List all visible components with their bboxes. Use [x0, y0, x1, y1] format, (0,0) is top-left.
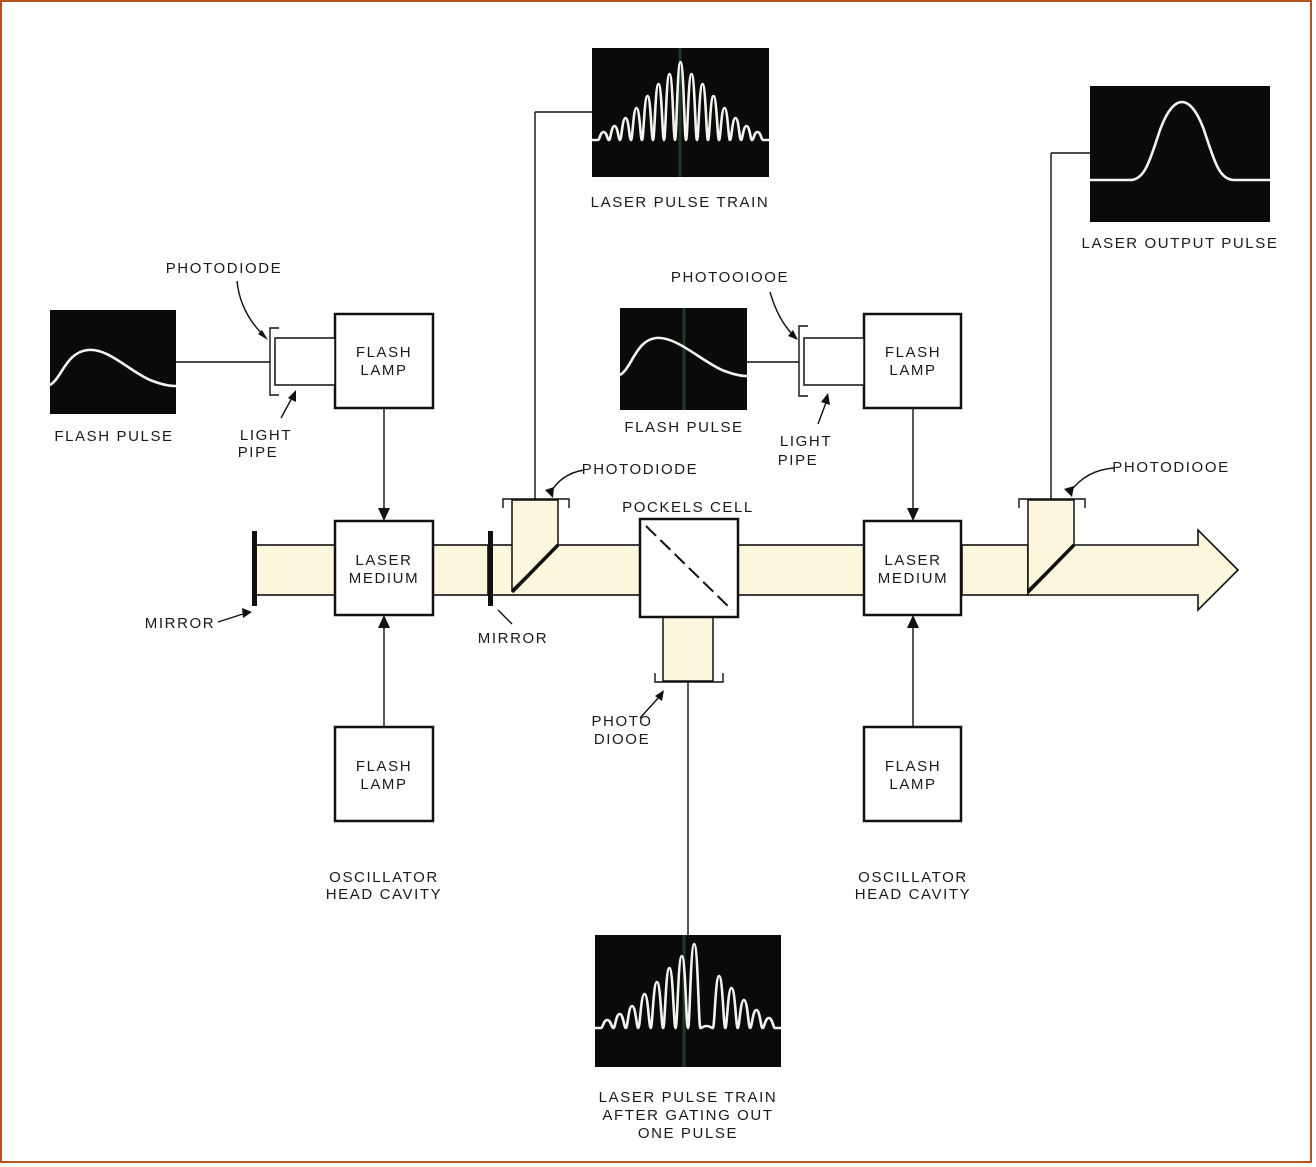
flash-pulse-right-label: FLASH PULSE — [624, 419, 743, 436]
arrowhead-left-top — [378, 508, 390, 521]
laser-pulse-train-label: LASER PULSE TRAIN — [591, 194, 770, 211]
photodiode-mid-bracket — [502, 498, 570, 508]
mirror-mid-leader — [497, 609, 513, 625]
flash-pulse-right-trace — [619, 336, 748, 378]
oscillator-left-label-2: HEAD CAVITY — [326, 886, 443, 903]
flash-lamp-bottom-left-label-1: FLASH — [356, 758, 412, 775]
pockels-cell-label: POCKELS CELL — [622, 499, 754, 516]
arrowhead-left-bottom — [378, 615, 390, 628]
oscillator-right-label-2: HEAD CAVITY — [855, 886, 972, 903]
oscillator-left-label-1: OSCILLATOR — [329, 869, 439, 886]
light-pipe-left-leader — [280, 395, 294, 419]
pockels-cell: POCKELS CELL — [622, 499, 754, 683]
photodiode-right-leader — [769, 291, 795, 337]
oscillator-right: FLASH LAMP LASER MEDIUM FLASH LAMP FLASH… — [624, 269, 972, 903]
photodiode-mid-leader-head — [545, 487, 554, 498]
laser-medium-right — [862, 519, 963, 617]
mirror-mid — [488, 531, 493, 606]
light-pipe-right-label-2: PIPE — [778, 452, 819, 469]
photodiode-bottom-leader-head — [655, 690, 664, 701]
light-pipe-left-leader-head — [288, 390, 296, 402]
splitter-mid-mirror — [510, 543, 560, 594]
photodiode-right-label: PHOTODIOOE — [1112, 459, 1229, 476]
pockels-photodiode-bracket — [654, 673, 724, 683]
pockels-cell-diagonal — [645, 525, 733, 611]
beam-segment-mirror-to-medium — [255, 544, 337, 596]
scope-screen-gated — [595, 935, 781, 1067]
flash-lamp-bottom-right — [862, 725, 963, 823]
laser-medium-left — [333, 519, 435, 617]
pockels-photodiode-pipe — [662, 616, 714, 682]
photodiode-right-splitter-leader-head — [1064, 486, 1074, 497]
gated-train-label-1: LASER PULSE TRAIN — [599, 1089, 778, 1106]
flash-lamp-top-right — [862, 312, 963, 410]
photodiode-left-leader-head — [258, 330, 268, 340]
flash-lamp-bottom-right-label-2: LAMP — [889, 776, 936, 793]
light-pipe-right-leader — [817, 399, 828, 425]
mirror-left — [252, 531, 257, 606]
photodiode-bottom-leader — [639, 695, 661, 719]
light-pipe-left — [274, 337, 336, 386]
laser-medium-right-label-2: MEDIUM — [878, 570, 948, 587]
splitter-right-mirror — [1026, 543, 1076, 594]
gated-train-label-2: AFTER GATING OUT — [602, 1107, 773, 1124]
flash-lamp-top-right-label-2: LAMP — [889, 362, 936, 379]
light-pipe-left-label-2: PIPE — [238, 444, 279, 461]
photodiode-bottom-label-1: PHOTO — [591, 713, 652, 730]
mirror-left-leader — [217, 612, 247, 623]
arrowhead-right-top — [907, 508, 919, 521]
photodiode-left-leader — [236, 280, 265, 337]
beam-segment-pockels-to-medium — [737, 544, 865, 596]
flash-lamp-top-left — [333, 312, 435, 410]
scope-gated-pulse-train — [595, 935, 781, 1067]
photodiode-top-left-label: PHOTODIODE — [166, 260, 283, 277]
scope-laser-pulse-train — [592, 48, 769, 177]
scope-screen-output — [1090, 86, 1270, 222]
photodiode-mid-label: PHOTODIODE — [582, 461, 699, 478]
laser-medium-right-label-1: LASER — [884, 552, 941, 569]
gated-train-trace — [595, 942, 781, 1030]
flash-lamp-bottom-left — [333, 725, 435, 823]
oscillator-right-label-1: OSCILLATOR — [858, 869, 968, 886]
flash-lamp-top-left-label-1: FLASH — [356, 344, 412, 361]
photodiode-right-splitter-leader — [1069, 467, 1115, 493]
scope-screen-flash-left — [50, 310, 176, 414]
photodiode-right-bracket — [798, 325, 808, 397]
photodiode-splitter-right: PHOTODIOOE — [1018, 459, 1229, 594]
light-pipe-right-label-1: LIGHT — [780, 433, 832, 450]
pulse-train-trace — [592, 60, 769, 142]
flash-pulse-left-trace — [49, 348, 177, 388]
light-pipe-right — [803, 337, 865, 386]
flash-lamp-bottom-right-label-1: FLASH — [885, 758, 941, 775]
oscillator-left: FLASH LAMP LASER MEDIUM FLASH LAMP FLASH… — [54, 260, 443, 903]
gated-train-label-3: ONE PULSE — [638, 1125, 738, 1142]
flash-pulse-left-label: FLASH PULSE — [54, 428, 173, 445]
photodiode-splitter-mid: PHOTODIODE — [502, 461, 699, 594]
scope-flash-pulse-left — [49, 310, 270, 414]
flash-lamp-top-right-label-1: FLASH — [885, 344, 941, 361]
output-pulse-trace — [1090, 100, 1270, 182]
light-pipe-right-leader-head — [821, 393, 830, 405]
laser-medium-left-label-2: MEDIUM — [349, 570, 419, 587]
beam-segment-medium-to-mirror — [431, 544, 489, 596]
flash-lamp-bottom-left-label-2: LAMP — [360, 776, 407, 793]
scope-laser-output — [1090, 86, 1270, 222]
scope-flash-pulse-right — [619, 308, 799, 410]
mirror-left-leader-head — [242, 608, 252, 618]
photodiode-right-leader-head — [788, 330, 798, 340]
photodiode-top-right-label: PHOTOOIOOE — [671, 269, 789, 286]
light-pipe-left-label-1: LIGHT — [240, 427, 292, 444]
output-beam-arrow — [1027, 528, 1240, 612]
photodiode-right-splitter-bracket — [1018, 498, 1086, 508]
beam-segment-medium-to-splitter — [961, 544, 1029, 596]
mirror-mid-label: MIRROR — [478, 630, 548, 647]
photodiode-mid-leader — [549, 469, 585, 495]
photodiode-bottom-label-2: DIOOE — [594, 731, 650, 748]
laser-medium-left-label-1: LASER — [355, 552, 412, 569]
mirror-left-label: MIRROR — [145, 615, 215, 632]
arrowhead-right-bottom — [907, 615, 919, 628]
laser-output-pulse-label: LASER OUTPUT PULSE — [1082, 235, 1279, 252]
flash-lamp-top-left-label-2: LAMP — [360, 362, 407, 379]
